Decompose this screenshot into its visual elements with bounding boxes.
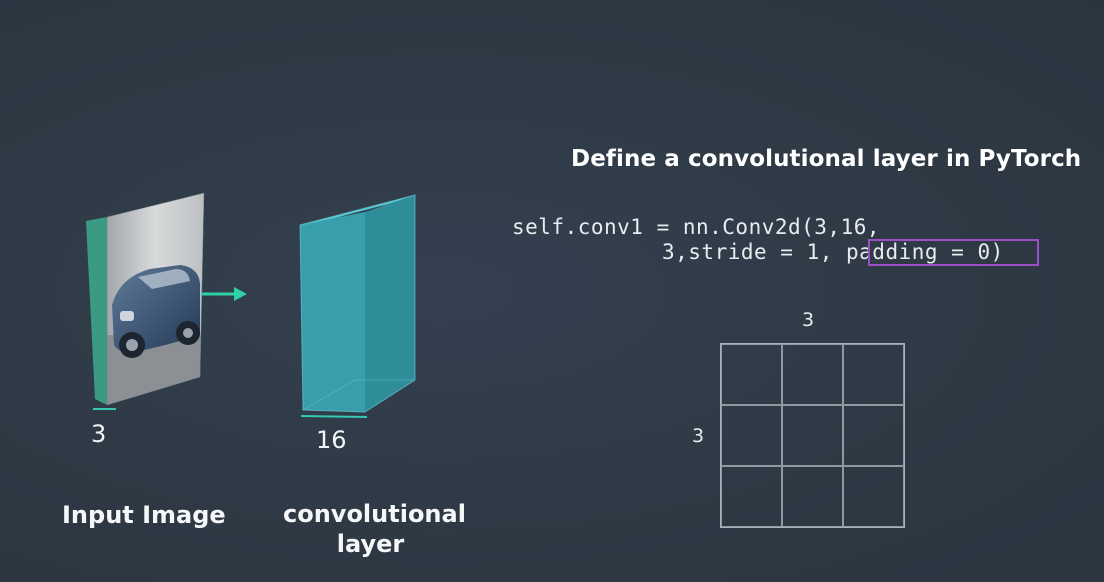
conv-block-side xyxy=(365,195,415,412)
conv-layer-caption-line-2: layer xyxy=(336,530,405,558)
kernel-cell xyxy=(843,405,904,466)
right-arrow-icon xyxy=(201,287,247,301)
code-line-1: self.conv1 = nn.Conv2d(3,16, xyxy=(512,215,881,239)
conv-depth-label: 16 xyxy=(316,426,347,454)
kernel-cell xyxy=(721,405,782,466)
code-line-2: 3,stride = 1, padding = 0) xyxy=(662,240,1004,264)
code-line-2-suffix: ) xyxy=(990,240,1004,264)
kernel-cell xyxy=(782,344,843,405)
input-depth-label: 3 xyxy=(91,420,107,448)
padding-highlight-box xyxy=(868,239,1039,266)
kernel-cell xyxy=(782,466,843,527)
kernel-cell xyxy=(782,405,843,466)
code-padding-highlight-text: padding = 0 xyxy=(846,240,991,264)
kernel-height-label: 3 xyxy=(692,425,705,447)
kernel-cell xyxy=(843,344,904,405)
kernel-cell xyxy=(721,466,782,527)
conv-layer-caption: convolutional layer xyxy=(283,499,466,559)
kernel-cell xyxy=(721,344,782,405)
code-line-2-prefix: 3,stride = 1, xyxy=(662,240,847,264)
car-photo-icon xyxy=(107,193,204,405)
conv-layer-volume xyxy=(299,194,416,413)
kernel-grid xyxy=(720,343,905,528)
input-image-volume xyxy=(86,192,205,406)
slide-headline: Define a convolutional layer in PyTorch xyxy=(571,146,1082,172)
kernel-cell xyxy=(843,466,904,527)
input-depth-underline xyxy=(93,408,116,410)
conv-block-front xyxy=(300,212,365,412)
conv-layer-caption-line-1: convolutional xyxy=(283,500,466,528)
conv-depth-underline xyxy=(300,415,368,418)
input-slab-edge xyxy=(86,217,107,405)
input-image-caption: Input Image xyxy=(62,501,226,529)
kernel-width-label: 3 xyxy=(802,309,815,331)
